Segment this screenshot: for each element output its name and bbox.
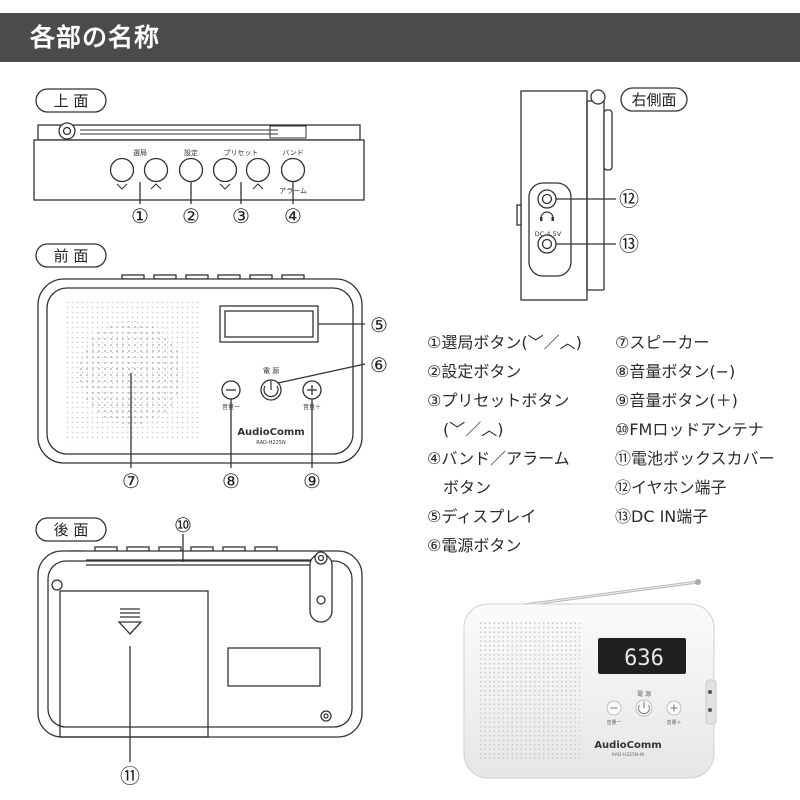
brand-logo: AudioComm <box>237 427 304 438</box>
legend-item-7: ⑦スピーカー <box>615 333 710 352</box>
header-bar: 各部の名称 <box>0 13 800 62</box>
legend-item-8: ⑧音量ボタン(−) <box>615 362 736 381</box>
tuning-label: 選局 <box>133 148 147 157</box>
svg-text:右側面: 右側面 <box>631 91 676 109</box>
marker-4: ④ <box>284 204 302 228</box>
legend-item-4-cont: ボタン <box>443 478 492 497</box>
front-view <box>37 274 366 468</box>
marker-9: ⑨ <box>303 469 321 493</box>
section-label-right-side: 右側面 <box>620 87 688 112</box>
section-label-front: 前 面 <box>35 243 107 268</box>
power-label: 電 源 <box>263 366 279 375</box>
section-label-top: 上 面 <box>35 88 107 113</box>
legend-item-4: ④バンド／アラーム <box>427 449 570 468</box>
marker-8: ⑧ <box>222 469 240 493</box>
vol-down-label: 音量ー <box>222 403 240 411</box>
antenna-hinge-icon <box>58 122 76 140</box>
back-view <box>37 534 363 762</box>
markers: ① ② ③ ④ ⑤ ⑥ ⑦ ⑧ ⑨ ⑩ ⑪ ⑫ ⑬ <box>120 187 639 788</box>
legend-item-6: ⑥電源ボタン <box>427 536 522 555</box>
legend-item-9: ⑨音量ボタン(＋) <box>615 391 738 410</box>
marker-11: ⑪ <box>120 764 140 788</box>
model-label: RAD-H225N <box>256 440 286 446</box>
legend-item-1: ①選局ボタン(﹀／︿) <box>427 333 582 352</box>
preset-label: プリセット <box>224 149 259 157</box>
band-label: バンド <box>282 149 303 157</box>
photo-model-label: RAD-H225N-W <box>612 752 645 758</box>
right-side-view <box>516 89 616 301</box>
svg-text:後 面: 後 面 <box>54 521 89 539</box>
legend-item-10: ⑩FMロッドアンテナ <box>615 420 764 439</box>
photo-vol-down-label: 音量ー <box>606 719 621 726</box>
marker-3: ③ <box>232 204 250 228</box>
setting-label: 設定 <box>184 148 198 157</box>
display-readout: 636 <box>624 646 664 671</box>
marker-10: ⑩ <box>174 513 192 537</box>
vol-up-label: 音量＋ <box>303 403 321 411</box>
legend-item-3-cont: (﹀／︿) <box>443 420 504 439</box>
dc-voltage-label: DC 4.5V <box>535 230 562 238</box>
photo-brand-logo: AudioComm <box>594 740 661 751</box>
marker-6: ⑥ <box>370 353 388 377</box>
marker-1: ① <box>131 204 149 228</box>
photo-vol-up-label: 音量＋ <box>666 719 681 726</box>
marker-7: ⑦ <box>122 469 140 493</box>
product-photo: 636 電 源 音量ー 音量＋ AudioComm RAD-H225N-W <box>463 579 717 779</box>
marker-2: ② <box>182 204 200 228</box>
legend-item-5: ⑤ディスプレイ <box>427 507 537 526</box>
marker-12: ⑫ <box>619 187 639 211</box>
svg-text:前 面: 前 面 <box>54 247 89 265</box>
legend-item-3: ③プリセットボタン <box>427 391 570 410</box>
legend-item-13: ⑬DC IN端子 <box>615 507 709 526</box>
section-label-back: 後 面 <box>35 517 107 542</box>
legend-item-11: ⑪電池ボックスカバー <box>615 449 775 468</box>
svg-text:上 面: 上 面 <box>54 92 89 110</box>
page-title: 各部の名称 <box>30 23 161 52</box>
photo-power-label: 電 源 <box>637 690 651 698</box>
marker-5: ⑤ <box>370 313 388 337</box>
marker-13: ⑬ <box>619 232 639 256</box>
legend-item-2: ②設定ボタン <box>427 362 522 381</box>
antenna-icon <box>515 579 701 608</box>
alarm-label: アラーム <box>279 187 307 195</box>
top-view <box>33 122 365 204</box>
legend-item-12: ⑫イヤホン端子 <box>615 478 727 497</box>
